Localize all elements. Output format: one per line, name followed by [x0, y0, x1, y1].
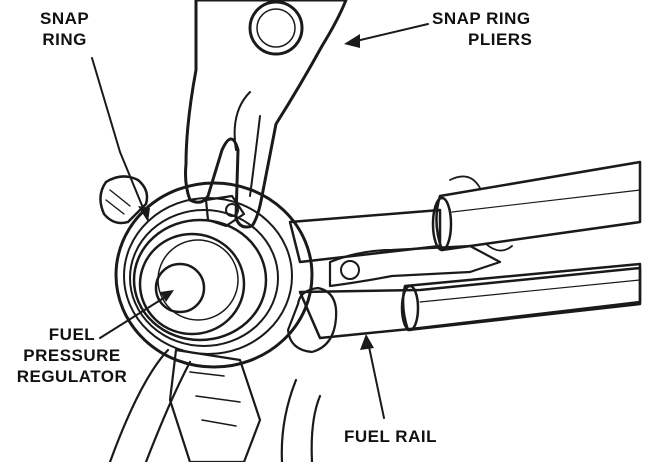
label-pliers-line-2: PLIERS	[468, 30, 533, 49]
upper-hose	[435, 160, 642, 252]
label-fuel-pressure-regulator: FUEL PRESSURE REGULATOR	[0, 324, 144, 387]
leader-fuel-rail-arrow	[360, 334, 374, 350]
upper-tube	[288, 208, 442, 264]
leader-fuel-rail	[367, 341, 385, 419]
regulator-body	[138, 232, 246, 336]
leader-regulator	[99, 293, 171, 339]
pliers-body	[184, 0, 348, 229]
lower-hose-end	[400, 284, 420, 332]
lower-bracket-detail	[189, 371, 241, 427]
pliers-inner-edge	[233, 91, 261, 197]
pliers-pivot-inner	[256, 8, 296, 48]
label-fuel-rail: FUEL RAIL	[344, 427, 437, 446]
fuel-rail-highlight	[419, 279, 641, 303]
bracket-bolt	[340, 260, 360, 280]
leader-pliers-arrow	[344, 34, 360, 48]
wire-harness	[108, 348, 322, 462]
label-snap-ring-pliers: SNAP RING PLIERS	[432, 8, 532, 50]
regulator-housing	[114, 181, 314, 369]
regulator-body-shadow	[157, 239, 239, 321]
leader-snap-ring	[91, 57, 149, 221]
leader-regulator-arrow	[160, 290, 174, 302]
label-regulator-line-2: PRESSURE	[23, 346, 121, 365]
snap-ring-groove	[132, 218, 268, 342]
pliers-pivot-bolt	[248, 0, 304, 56]
label-pliers-line-1: SNAP RING	[432, 9, 531, 28]
label-snap-ring: SNAP RING	[40, 8, 89, 50]
mounting-bracket	[328, 244, 502, 288]
label-regulator-line-3: REGULATOR	[16, 367, 128, 386]
upper-hose-seam	[451, 189, 641, 213]
upper-hose-end	[431, 196, 453, 252]
label-regulator-line-1: FUEL	[48, 325, 96, 344]
label-snap-ring-line-2: RING	[42, 30, 87, 49]
regulator-ring-2	[129, 209, 279, 347]
leader-snap-ring-arrow	[138, 206, 150, 222]
regulator-nipple	[154, 262, 206, 314]
lower-bracket	[168, 348, 262, 462]
leader-pliers	[351, 23, 429, 43]
snap-ring-tab	[204, 194, 246, 228]
snap-ring-eyelet	[225, 203, 239, 217]
label-snap-ring-line-1: SNAP	[40, 9, 90, 28]
bracket-clip	[449, 175, 513, 252]
vacuum-nipple-ribs	[105, 189, 131, 215]
